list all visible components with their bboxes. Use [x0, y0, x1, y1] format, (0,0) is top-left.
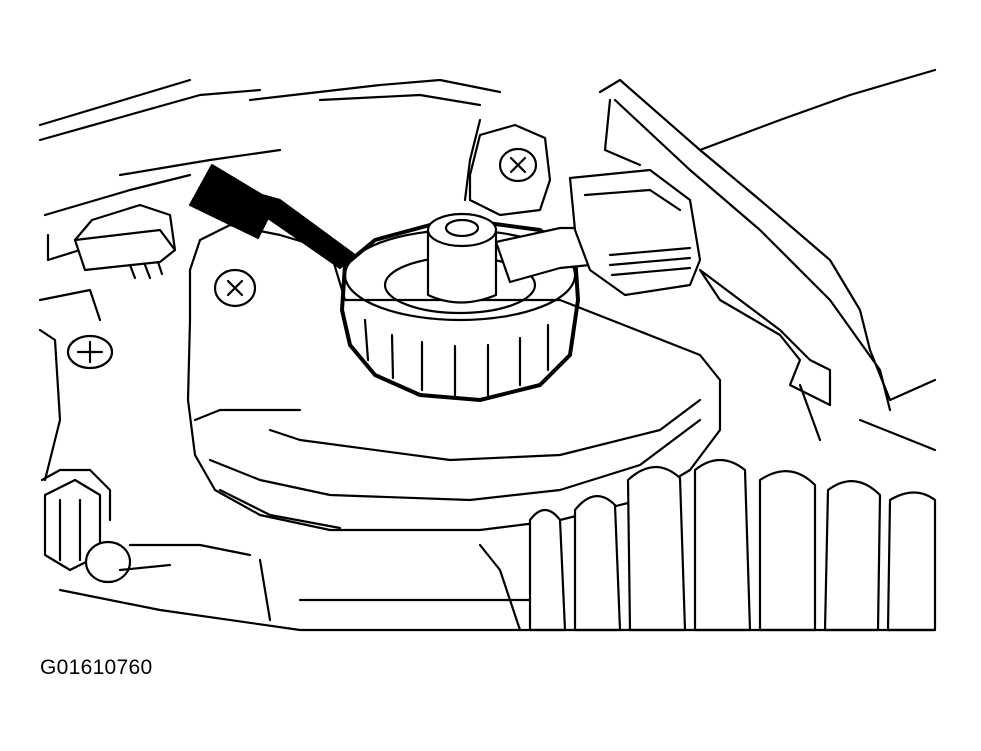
upper-bracket	[468, 123, 552, 217]
left-bracket	[73, 203, 177, 280]
intake-hose	[298, 458, 937, 632]
cap-connector	[426, 168, 702, 304]
reservoir-bolt	[213, 268, 257, 308]
engine-bay-illustration	[38, 68, 937, 632]
left-harness	[38, 328, 302, 632]
right-housing	[598, 68, 937, 452]
figure-id-label: G01610760	[40, 656, 153, 679]
engine-bay-frame	[38, 78, 502, 322]
pointer-arrow	[189, 164, 356, 269]
left-bolt	[66, 334, 114, 370]
